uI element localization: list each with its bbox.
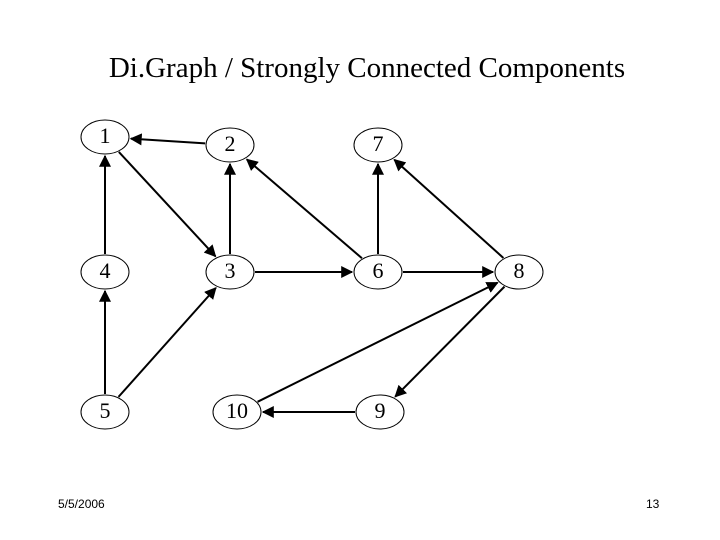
node-6: 6 <box>353 254 403 290</box>
node-1-label: 1 <box>100 123 111 148</box>
node-4-label: 4 <box>100 258 111 283</box>
node-9-label: 9 <box>375 398 386 423</box>
node-10-ellipse <box>212 394 262 430</box>
slide-title: Di.Graph / Strongly Connected Components <box>108 52 626 84</box>
nodes-layer: 1 2 7 4 3 6 8 5 10 9 <box>80 119 544 430</box>
node-3-label: 3 <box>225 258 236 283</box>
edge-2-to-1 <box>129 133 206 146</box>
node-7-label: 7 <box>373 131 384 156</box>
node-2-label: 2 <box>225 131 236 156</box>
node-4-ellipse <box>80 254 130 290</box>
node-9: 9 <box>355 394 405 430</box>
node-3-ellipse <box>205 254 255 290</box>
edge-10-to-8 <box>257 281 499 403</box>
edge-6-to-2 <box>245 158 363 259</box>
node-1-ellipse <box>80 119 130 155</box>
edge-8-to-7 <box>393 158 505 259</box>
node-10: 10 <box>212 394 262 430</box>
node-6-ellipse <box>353 254 403 290</box>
slide-date: 5/5/2006 <box>58 497 105 511</box>
node-5-label: 5 <box>100 398 111 423</box>
node-4: 4 <box>80 254 130 290</box>
edge-5-to-3 <box>117 286 217 398</box>
slide-page-number: 13 <box>646 497 660 511</box>
node-8: 8 <box>494 254 544 290</box>
node-2: 2 <box>205 127 255 163</box>
node-7-ellipse <box>353 127 403 163</box>
node-10-label: 10 <box>226 398 248 423</box>
node-3: 3 <box>205 254 255 290</box>
edge-1-to-3 <box>118 151 217 258</box>
node-7: 7 <box>353 127 403 163</box>
node-2-ellipse <box>205 127 255 163</box>
node-8-ellipse <box>494 254 544 290</box>
edges-layer <box>99 133 506 418</box>
node-5: 5 <box>80 394 130 430</box>
edge-8-to-9 <box>394 285 506 398</box>
node-1: 1 <box>80 119 130 155</box>
node-5-ellipse <box>80 394 130 430</box>
node-6-label: 6 <box>373 258 384 283</box>
node-9-ellipse <box>355 394 405 430</box>
node-8-label: 8 <box>514 258 525 283</box>
